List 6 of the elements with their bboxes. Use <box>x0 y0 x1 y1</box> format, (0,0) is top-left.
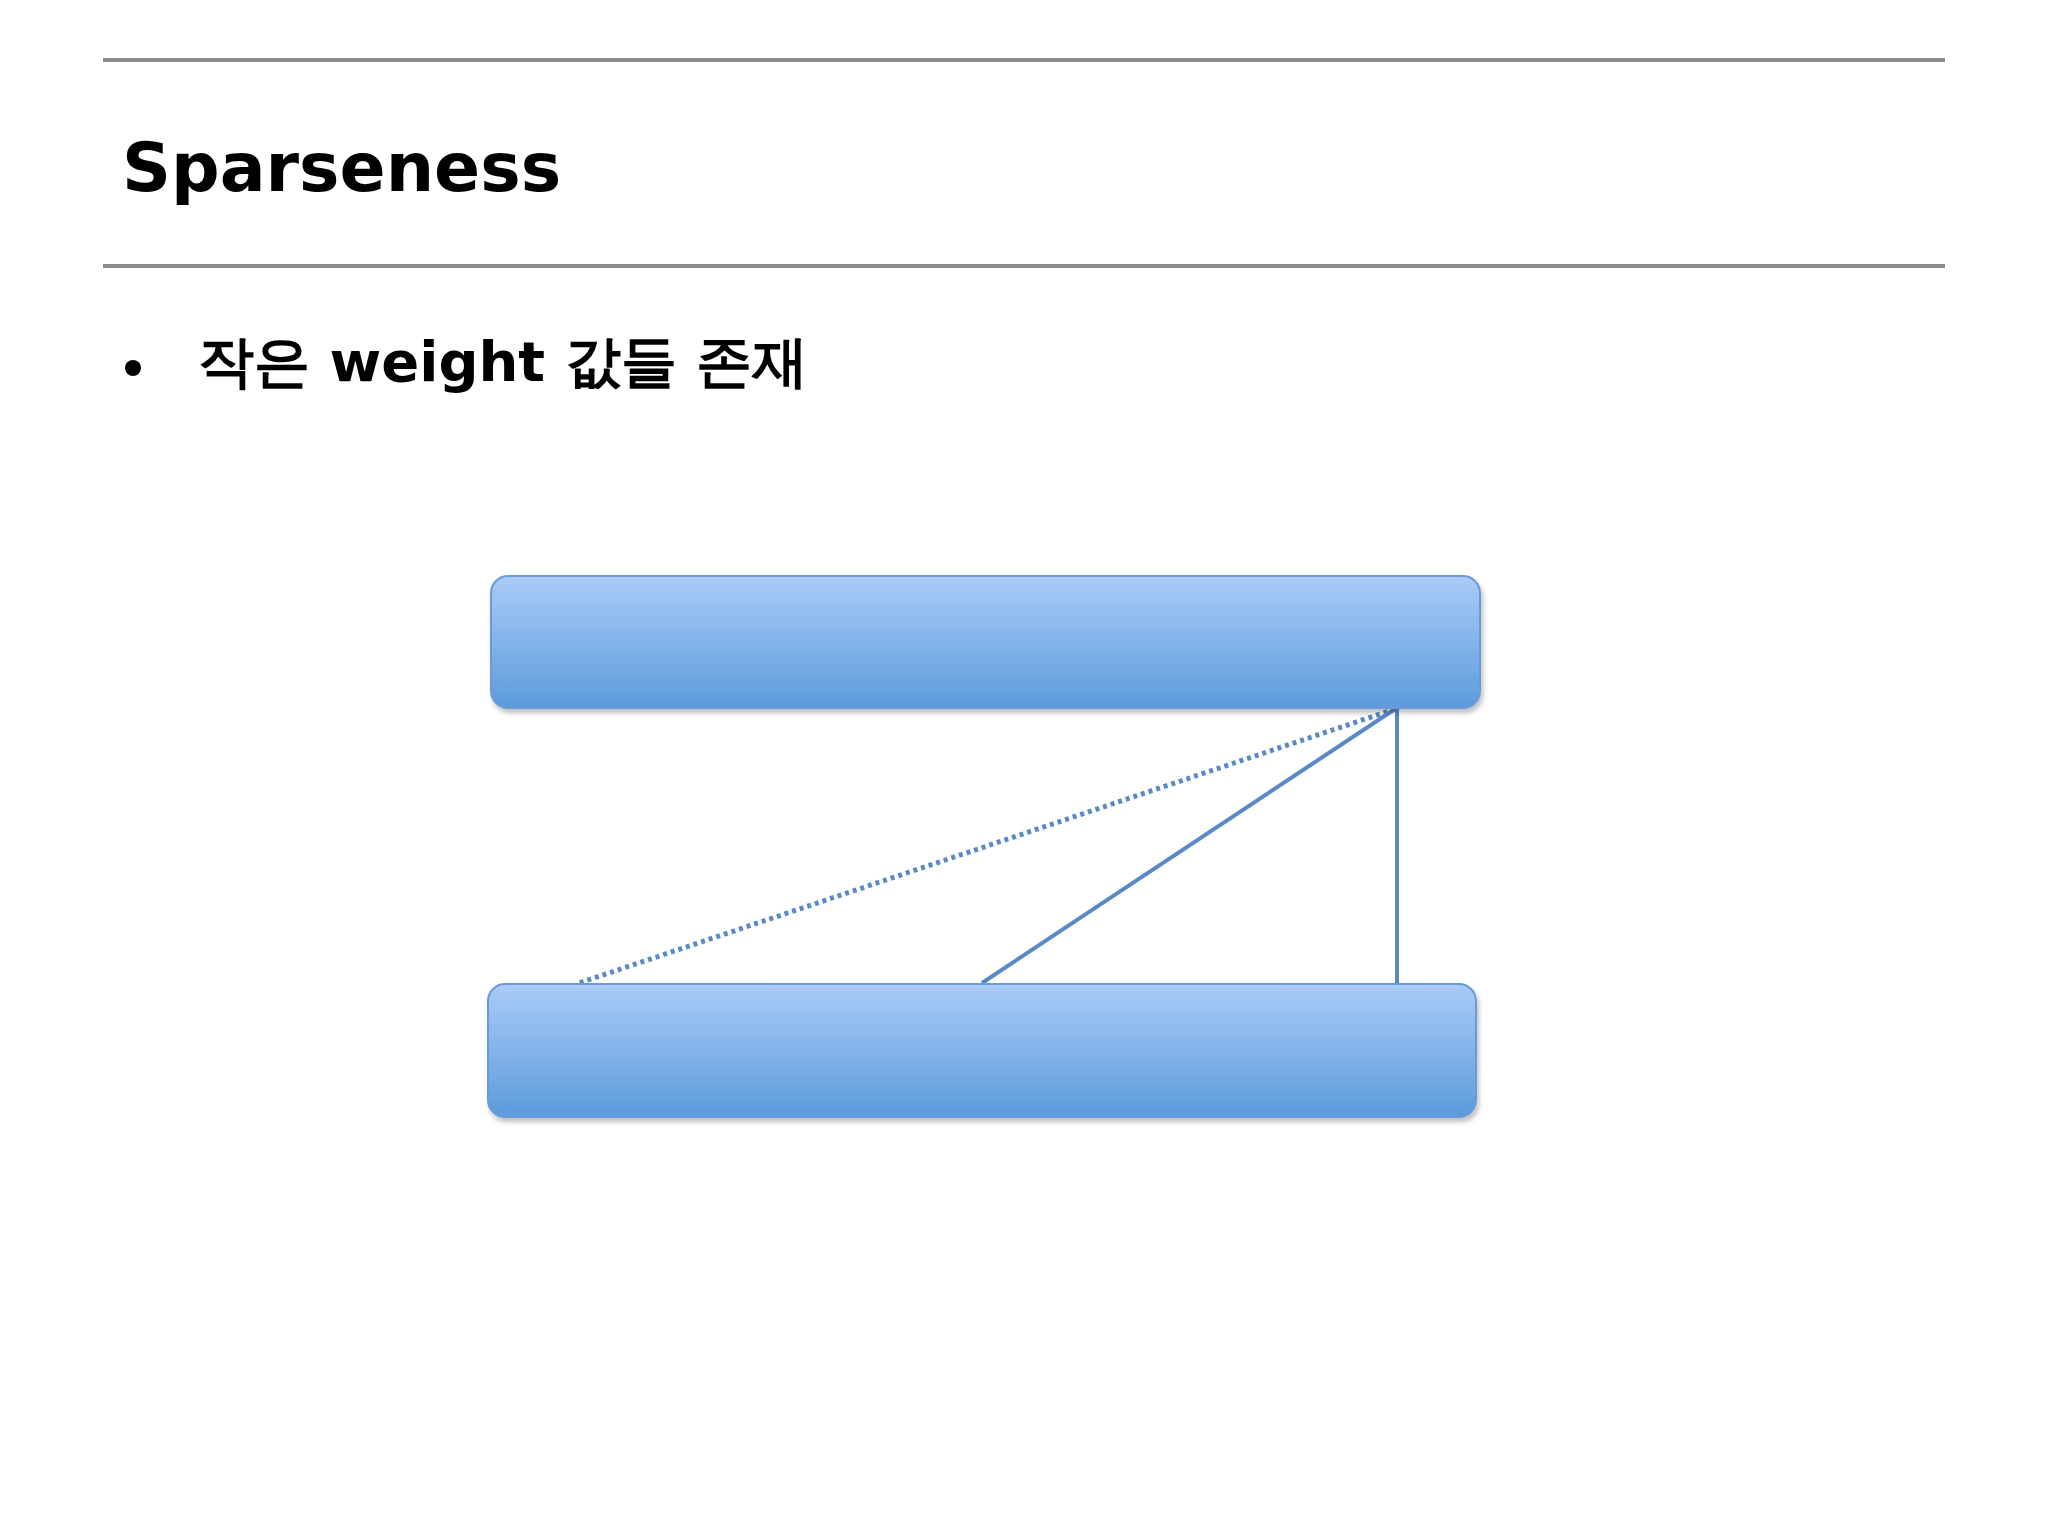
connection-line <box>1395 709 1399 983</box>
layer-bar <box>487 983 1477 1118</box>
layer-bar <box>490 575 1481 709</box>
slide-title: Sparseness <box>122 128 562 207</box>
connection-line <box>980 707 1397 985</box>
bullet-text: 작은 weight 값들 존재 <box>198 328 809 396</box>
